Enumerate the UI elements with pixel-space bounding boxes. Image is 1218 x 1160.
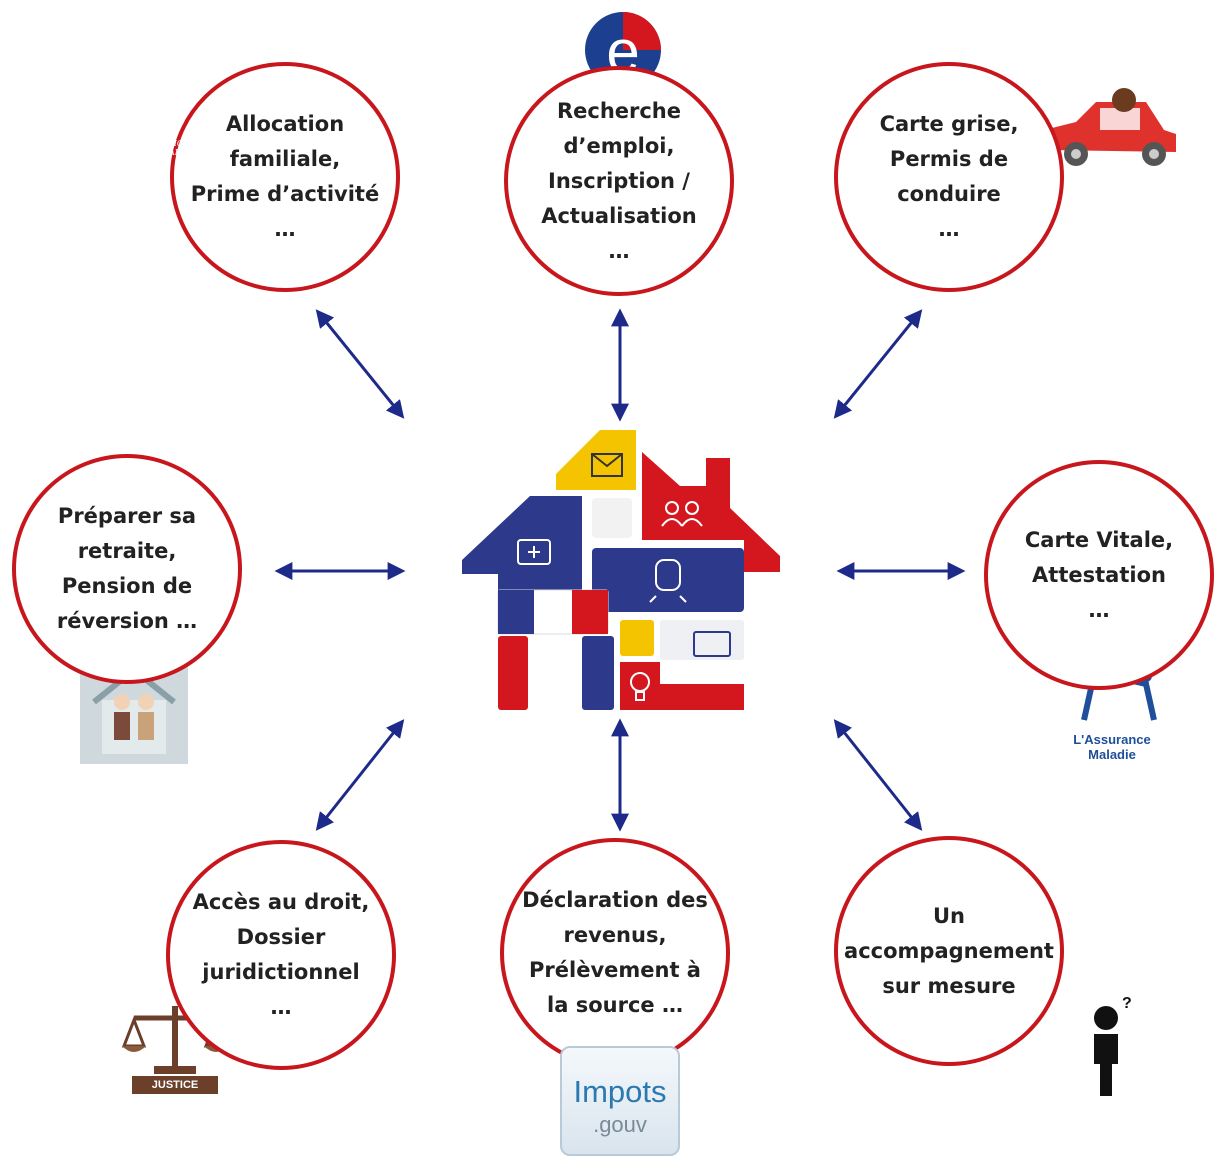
assurance-maladie-logo: L'Assurance Maladie xyxy=(1062,660,1162,768)
bubble-ants: Carte grise, Permis de conduire … xyxy=(834,62,1064,292)
arrows xyxy=(274,308,966,832)
assurance-maladie-logo-text: L'Assurance Maladie xyxy=(1073,732,1151,762)
bubble-impots-text: Déclaration des revenus, Prélèvement à l… xyxy=(522,888,708,1017)
bubble-ameli: Carte Vitale, Attestation … xyxy=(984,460,1214,690)
svg-text:?: ? xyxy=(1122,995,1132,1012)
bubble-retraite: Préparer sa retraite, Pension de réversi… xyxy=(12,454,242,684)
bubble-accompagnement: Un accompagnement sur mesure xyxy=(834,836,1064,1066)
envelope-icon xyxy=(591,453,623,477)
lightbulb-icon xyxy=(630,672,650,701)
question-person-icon: ? xyxy=(1094,995,1132,1096)
bubble-retraite-text: Préparer sa retraite, Pension de réversi… xyxy=(56,504,198,633)
bubble-pole-emploi: Recherche d’emploi, Inscription / Actual… xyxy=(504,66,734,296)
bubble-caf: Allocation familiale, Prime d’activité … xyxy=(170,62,400,292)
bubble-impots: Déclaration des revenus, Prélèvement à l… xyxy=(500,838,730,1068)
bubble-ants-text: Carte grise, Permis de conduire … xyxy=(879,112,1019,241)
train-icon xyxy=(649,559,687,603)
arrow-caf xyxy=(315,309,405,419)
impots-logo-line1: Impots xyxy=(573,1074,667,1109)
bubble-accompagnement-text: Un accompagnement sur mesure xyxy=(844,903,1054,998)
justice-logo: JUSTICE xyxy=(120,1000,230,1100)
caf-logo: ALLOCATIONS FAMILIALES xyxy=(122,75,208,161)
bubble-ameli-text: Carte Vitale, Attestation … xyxy=(1024,527,1174,622)
arrow-accompagnement xyxy=(833,719,923,831)
impots-logo-line2: .gouv xyxy=(593,1112,647,1137)
bubble-caf-text: Allocation familiale, Prime d’activité … xyxy=(190,112,380,241)
bubble-justice-text: Accès au droit, Dossier juridictionnel … xyxy=(192,890,370,1019)
arrow-ants xyxy=(833,309,923,419)
car-icon xyxy=(1050,88,1176,166)
france-services-house xyxy=(462,430,780,710)
justice-logo-text: JUSTICE xyxy=(132,1076,218,1094)
bubble-pole-emploi-text: Recherche d’emploi, Inscription / Actual… xyxy=(541,98,697,263)
caf-logo-text: ALLOCATIONS FAMILIALES xyxy=(134,139,196,157)
caf-family-figures-icon xyxy=(135,79,195,129)
medical-bag-icon xyxy=(517,539,551,565)
arrow-justice xyxy=(315,719,405,831)
impots-gouv-logo: Impots .gouv xyxy=(560,1046,680,1156)
bubble-justice: Accès au droit, Dossier juridictionnel … xyxy=(166,840,396,1070)
people-icon xyxy=(661,501,703,527)
